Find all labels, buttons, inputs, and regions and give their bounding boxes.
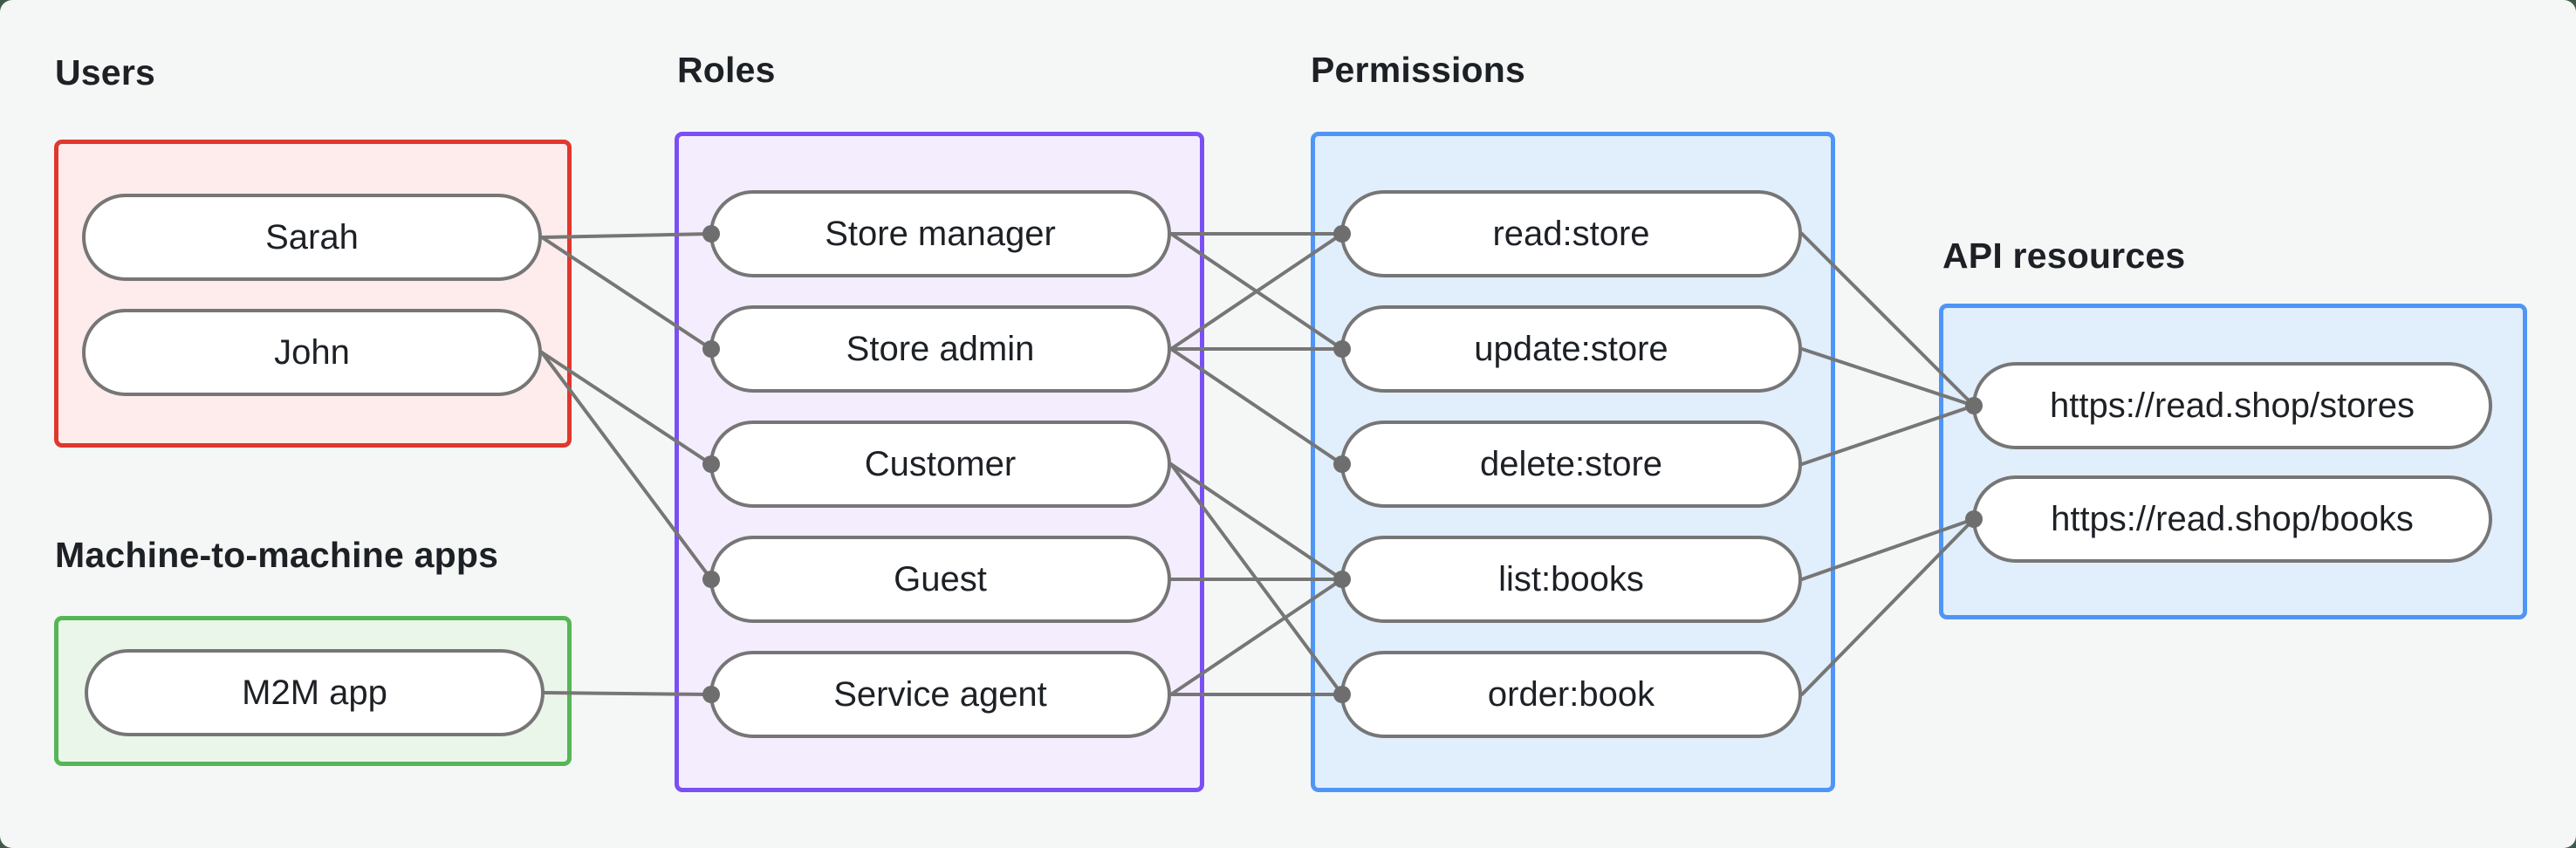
node-permission-list-books: list:books bbox=[1340, 536, 1802, 623]
api-resources-group-label: API resources bbox=[1942, 236, 2186, 276]
node-api-resource-stores: https://read.shop/stores bbox=[1972, 362, 2492, 449]
node-role-store-manager: Store manager bbox=[709, 190, 1171, 277]
api-resources-group-box bbox=[1939, 304, 2527, 619]
permissions-group-label: Permissions bbox=[1311, 50, 1526, 90]
node-permission-read-store: read:store bbox=[1340, 190, 1802, 277]
roles-group-label: Roles bbox=[677, 50, 776, 90]
node-m2m-app: M2M app bbox=[85, 649, 545, 736]
node-permission-delete-store: delete:store bbox=[1340, 421, 1802, 508]
node-role-customer: Customer bbox=[709, 421, 1171, 508]
node-api-resource-books: https://read.shop/books bbox=[1972, 475, 2492, 563]
users-group-box bbox=[54, 140, 572, 448]
node-role-guest: Guest bbox=[709, 536, 1171, 623]
node-role-service-agent: Service agent bbox=[709, 651, 1171, 738]
m2m-apps-group-label: Machine-to-machine apps bbox=[55, 535, 499, 575]
node-user-sarah: Sarah bbox=[82, 194, 542, 281]
node-user-john: John bbox=[82, 309, 542, 396]
node-role-store-admin: Store admin bbox=[709, 305, 1171, 393]
users-group-label: Users bbox=[55, 52, 155, 92]
node-permission-order-book: order:book bbox=[1340, 651, 1802, 738]
node-permission-update-store: update:store bbox=[1340, 305, 1802, 393]
